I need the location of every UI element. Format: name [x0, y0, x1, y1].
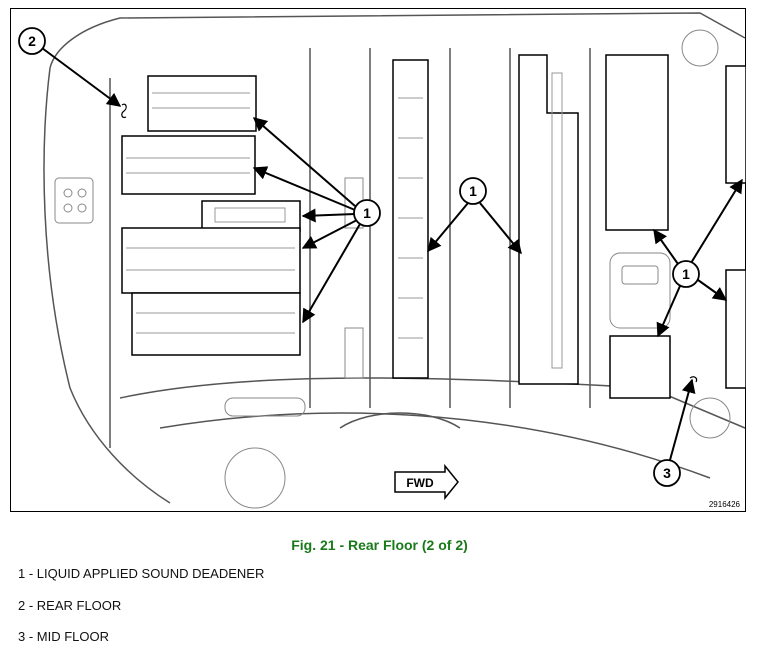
callout-2	[18, 27, 46, 55]
callout-1-center	[459, 177, 487, 205]
deadener-panel-right-4	[725, 269, 746, 389]
callout-1-left-label: 1	[363, 205, 371, 221]
deadener-panel-center-left	[392, 59, 429, 379]
callout-labels: 1 1 1 2 3	[28, 33, 690, 481]
callout-1-right-label: 1	[682, 266, 690, 282]
left-panel-ribs	[126, 92, 295, 334]
deadener-panel-left-2	[121, 135, 256, 195]
left-deadener-panels	[121, 75, 301, 356]
callout-3	[653, 459, 681, 487]
callout-1-center-label: 1	[469, 183, 477, 199]
deadener-panel-left-4	[121, 227, 301, 294]
deadener-panel-right-1	[605, 54, 669, 231]
figure-id: 2916426	[709, 500, 741, 509]
deadener-panel-center-right	[518, 54, 579, 385]
squiggle-marks	[121, 103, 698, 383]
leader-lines	[41, 47, 743, 461]
rear-floor-diagram: 1 1 1 2 3 FWD 2916426	[10, 8, 746, 512]
deadener-panel-right-2	[609, 335, 671, 399]
callout-1-right	[672, 260, 700, 288]
fwd-arrow-shape	[394, 463, 459, 501]
callout-circles	[18, 27, 700, 487]
callout-3-label: 3	[663, 465, 671, 481]
legend-list: 1 - LIQUID APPLIED SOUND DEADENER 2 - RE…	[18, 566, 264, 661]
deadener-panel-right-3	[725, 65, 746, 184]
deadener-panel-left-5	[131, 292, 301, 356]
deadener-panel-left-3	[201, 200, 301, 232]
center-deadener-panels	[392, 54, 579, 385]
center-panel-ribs	[398, 72, 563, 369]
callout-2-label: 2	[28, 33, 36, 49]
floor-pan-outline	[43, 12, 746, 504]
legend-item: 3 - MID FLOOR	[18, 629, 110, 644]
legend-item: 1 - LIQUID APPLIED SOUND DEADENER	[18, 566, 265, 581]
fwd-label: FWD	[406, 476, 434, 490]
deadener-panel-left-1	[147, 75, 257, 132]
callout-1-left	[353, 199, 381, 227]
diagram-svg: 1 1 1 2 3 FWD 2916426	[10, 8, 746, 512]
legend-item: 2 - REAR FLOOR	[18, 597, 122, 613]
right-deadener-panels	[605, 54, 746, 399]
figure-caption: Fig. 21 - Rear Floor (2 of 2)	[291, 537, 468, 553]
fwd-arrow: FWD	[394, 463, 459, 501]
